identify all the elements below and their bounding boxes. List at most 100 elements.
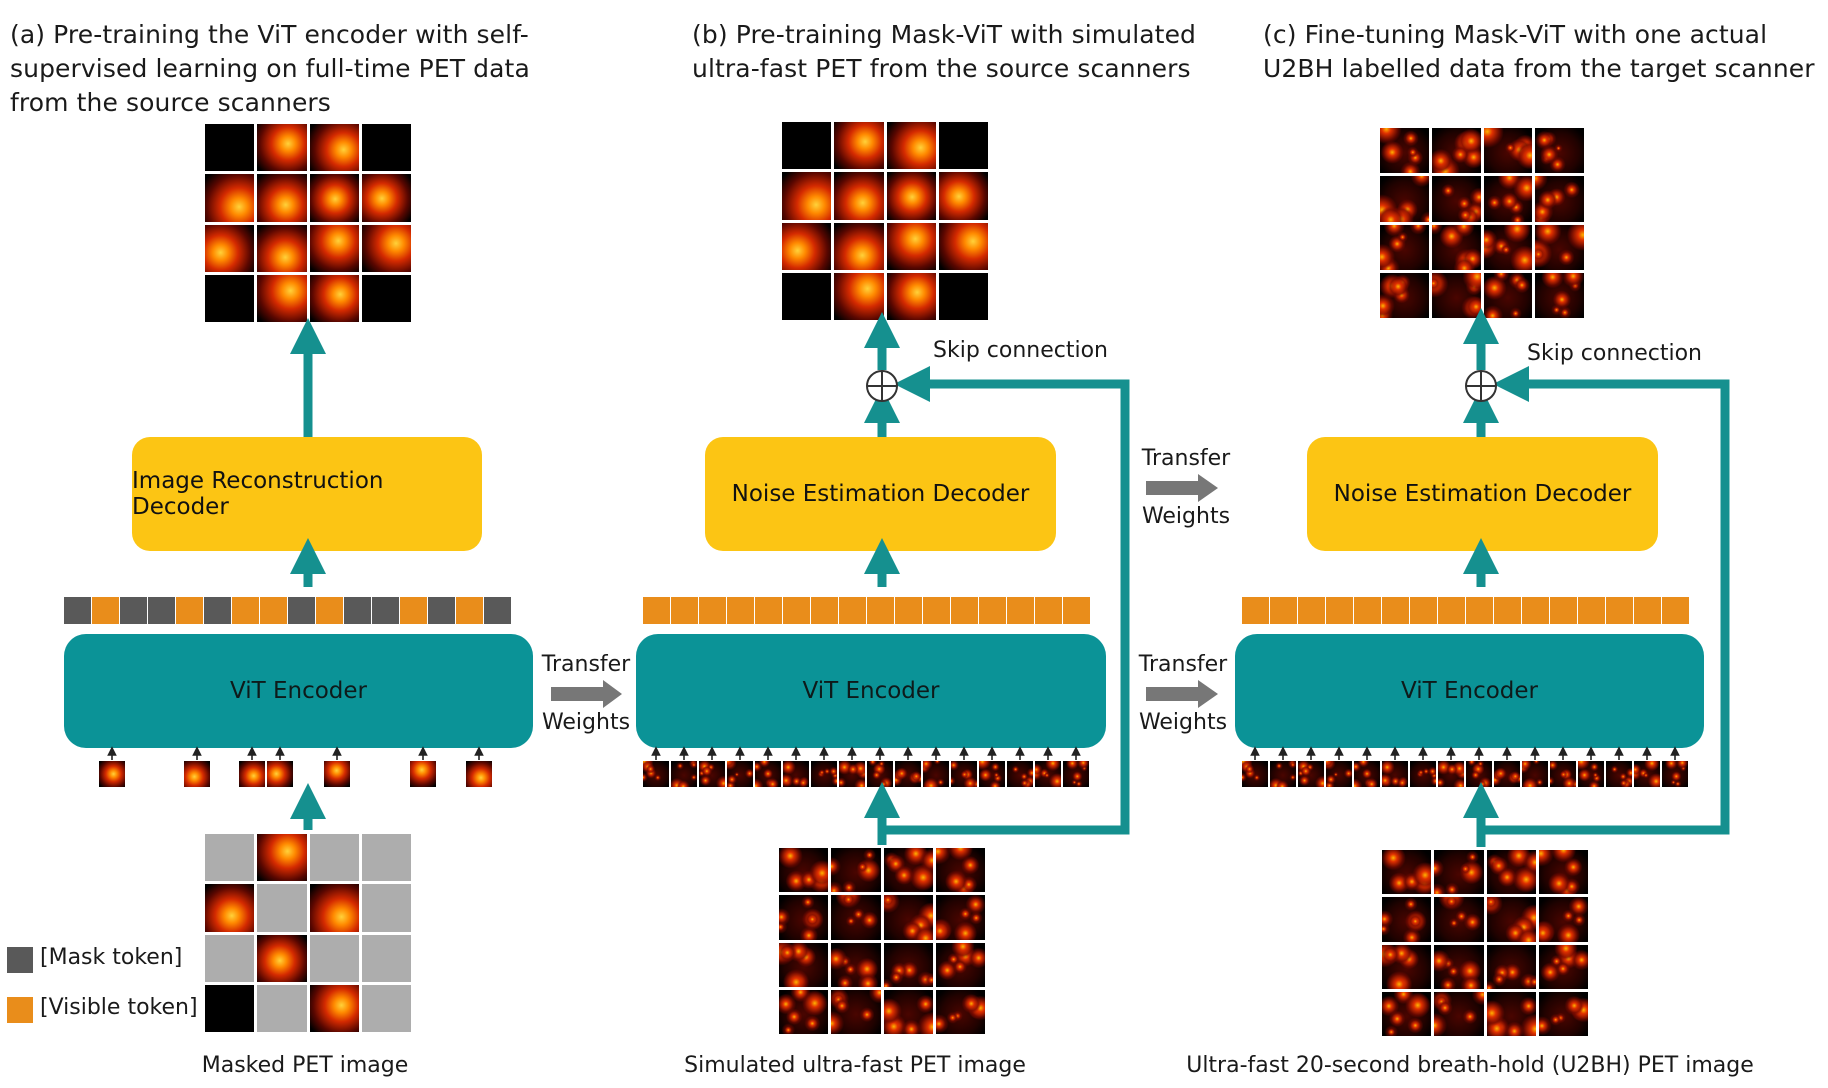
image-patch xyxy=(938,272,988,320)
image-patch xyxy=(205,884,255,932)
image-patch xyxy=(1382,850,1432,895)
image-patch xyxy=(1434,850,1484,895)
input-patch xyxy=(1438,761,1464,787)
input-patch xyxy=(923,761,949,787)
mask-token xyxy=(372,597,399,624)
image-reconstruction-decoder: Image Reconstruction Decoder xyxy=(132,437,482,551)
image-patch xyxy=(779,895,829,940)
panel-c-skip-label: Skip connection xyxy=(1527,341,1702,366)
image-patch xyxy=(1434,991,1484,1036)
panel-b-noise-estimation-decoder: Noise Estimation Decoder xyxy=(705,437,1056,551)
simulated-ultra-fast-pet-image xyxy=(779,848,985,1034)
image-patch xyxy=(309,834,359,882)
image-patch xyxy=(1486,897,1536,942)
image-patch xyxy=(361,174,411,222)
panel-b-title-line-2: ultra-fast PET from the source scanners xyxy=(692,54,1191,83)
image-patch xyxy=(361,934,411,982)
transfer-weights-encoder-b-to-c: Transfer Weights xyxy=(1133,636,1233,752)
visible-token xyxy=(260,597,287,624)
transfer-ab-word-1: Transfer xyxy=(541,652,631,677)
masked-pet-image xyxy=(205,834,411,1032)
visible-token xyxy=(1438,597,1465,624)
image-patch xyxy=(257,124,307,172)
visible-token xyxy=(1606,597,1633,624)
visible-token xyxy=(699,597,726,624)
panel-c-encoder-label: ViT Encoder xyxy=(1400,678,1538,704)
input-patch xyxy=(811,761,837,787)
image-patch xyxy=(1380,128,1429,174)
image-patch xyxy=(1434,897,1484,942)
visible-patch xyxy=(99,761,125,787)
panel-b-denoised-image xyxy=(782,122,988,320)
visible-token xyxy=(867,597,894,624)
input-patch xyxy=(643,761,669,787)
panel-b-vit-encoder: ViT Encoder xyxy=(636,634,1106,748)
image-patch xyxy=(782,172,832,220)
image-patch xyxy=(309,124,359,172)
mask-token-legend-label: [Mask token] xyxy=(40,945,183,970)
mask-token xyxy=(484,597,511,624)
input-patch xyxy=(1578,761,1604,787)
image-patch xyxy=(886,222,936,270)
image-patch xyxy=(309,984,359,1032)
image-patch xyxy=(938,172,988,220)
transfer-arrow-a-to-b xyxy=(551,680,622,708)
image-patch xyxy=(938,122,988,170)
panel-b-decoder-label: Noise Estimation Decoder xyxy=(731,481,1030,507)
input-patch xyxy=(1242,761,1268,787)
visible-token xyxy=(92,597,119,624)
panel-a-title-line-3: from the source scanners xyxy=(10,88,331,117)
image-patch xyxy=(883,895,933,940)
visible-token xyxy=(643,597,670,624)
image-patch xyxy=(834,172,884,220)
image-patch xyxy=(1538,850,1588,895)
skip-connection-b xyxy=(882,366,1130,835)
visible-token xyxy=(1270,597,1297,624)
input-patch xyxy=(1550,761,1576,787)
panel-c-title: (c) Fine-tuning Mask-ViT with one actual… xyxy=(1263,18,1815,86)
image-patch xyxy=(1538,897,1588,942)
input-patch xyxy=(699,761,725,787)
image-patch xyxy=(782,272,832,320)
image-patch xyxy=(1431,176,1481,222)
panel-b-title-line-1: (b) Pre-training Mask-ViT with simulated xyxy=(692,20,1197,49)
mask-token xyxy=(148,597,175,624)
input-patch xyxy=(671,761,697,787)
image-patch xyxy=(779,942,829,987)
image-patch xyxy=(935,989,985,1034)
image-patch xyxy=(205,274,255,322)
panel-c-arrows xyxy=(1463,308,1730,847)
visible-token xyxy=(400,597,427,624)
visible-token xyxy=(1634,597,1661,624)
input-patch xyxy=(1035,761,1061,787)
input-patch xyxy=(727,761,753,787)
visible-token xyxy=(895,597,922,624)
mask-token xyxy=(428,597,455,624)
panel-c-noise-estimation-decoder: Noise Estimation Decoder xyxy=(1307,437,1658,551)
input-patch xyxy=(951,761,977,787)
transfer-weights-a-to-b: Transfer Weights xyxy=(536,636,636,752)
mask-token xyxy=(64,597,91,624)
mask-token-swatch xyxy=(7,947,33,973)
image-patch xyxy=(205,174,255,222)
visible-token xyxy=(1063,597,1090,624)
image-patch xyxy=(1535,128,1584,174)
transfer-ab-word-2: Weights xyxy=(541,710,631,735)
mask-token xyxy=(204,597,231,624)
panel-a-reconstructed-image xyxy=(205,124,411,322)
image-patch xyxy=(1535,176,1584,222)
transfer-bc-decoder-word-2: Weights xyxy=(1141,504,1231,529)
visible-patch xyxy=(324,761,350,787)
image-patch xyxy=(205,124,255,172)
panel-a-vit-encoder: ViT Encoder xyxy=(64,634,533,748)
image-patch xyxy=(886,122,936,170)
transfer-arrow-encoder-b-to-c xyxy=(1146,680,1218,708)
mask-token xyxy=(288,597,315,624)
panel-a-title-line-1: (a) Pre-training the ViT encoder with se… xyxy=(10,20,529,49)
sum-node-b xyxy=(866,370,898,402)
image-patch xyxy=(935,895,985,940)
visible-token xyxy=(1242,597,1269,624)
panel-c-decoder-label: Noise Estimation Decoder xyxy=(1333,481,1632,507)
panel-b-token-row xyxy=(643,597,1091,624)
